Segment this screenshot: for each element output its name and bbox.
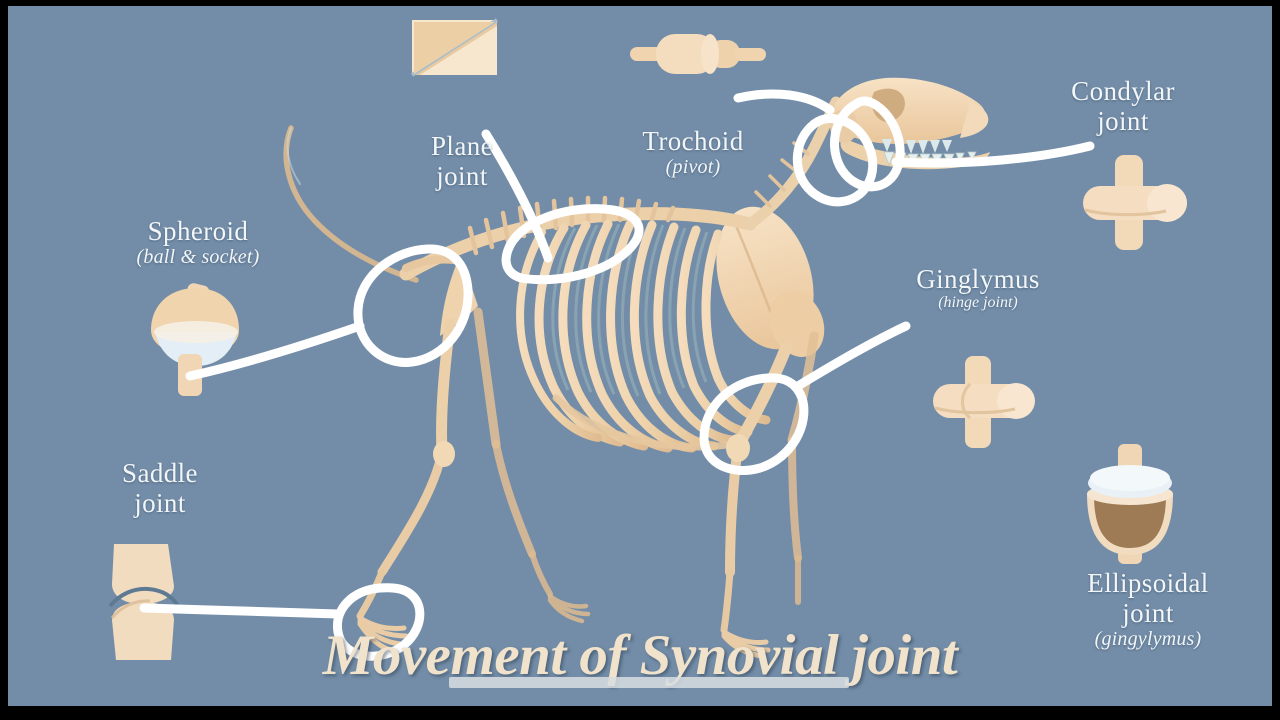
label-ellipsoidal-sub: (gingylymus) <box>1094 628 1202 651</box>
label-ellipsoidal-main2: joint <box>1122 598 1174 629</box>
label-condylar-main2: joint <box>1097 106 1149 137</box>
label-ginglymus-main: Ginglymus <box>916 264 1040 294</box>
label-spheroid-main: Spheroid <box>147 216 249 246</box>
label-trochoid-main: Trochoid <box>642 126 744 156</box>
label-trochoid: Trochoid (pivot) <box>623 126 763 179</box>
label-saddle: Saddle joint <box>100 458 220 518</box>
label-condylar-main: Condylar <box>1071 76 1175 106</box>
label-ginglymus-sub: (hinge joint) <box>938 294 1018 312</box>
skeleton-front-limb <box>356 307 591 653</box>
label-ellipsoidal: Ellipsoidal joint (gingylymus) <box>1063 568 1233 651</box>
skeleton-pelvis <box>716 206 825 357</box>
label-ellipsoidal-main: Ellipsoidal <box>1087 568 1209 598</box>
label-spheroid-sub: (ball & socket) <box>136 246 260 269</box>
label-saddle-main2: joint <box>134 488 186 519</box>
label-trochoid-sub: (pivot) <box>665 156 721 179</box>
label-saddle-main: Saddle <box>122 458 198 488</box>
skeleton-rib-cage <box>516 219 771 453</box>
label-spheroid: Spheroid (ball & socket) <box>118 216 278 269</box>
slide-canvas: Spheroid (ball & socket) Plane joint Tro… <box>8 6 1272 706</box>
skeleton-tail <box>283 125 419 283</box>
page-title: Movement of Synovial joint <box>322 624 958 687</box>
annotation-circle-stifle <box>699 321 911 475</box>
label-plane-joint-main2: joint <box>436 161 488 192</box>
label-condylar: Condylar joint <box>1048 76 1198 136</box>
video-progress-bar[interactable] <box>449 677 849 688</box>
skeleton-hind-limb <box>720 331 819 659</box>
skeleton-scapula <box>402 255 478 336</box>
label-ginglymus: Ginglymus (hinge joint) <box>898 264 1058 312</box>
label-plane-joint: Plane joint <box>412 131 512 191</box>
label-plane-joint-main: Plane <box>431 131 493 161</box>
skeleton-skull <box>830 77 990 170</box>
